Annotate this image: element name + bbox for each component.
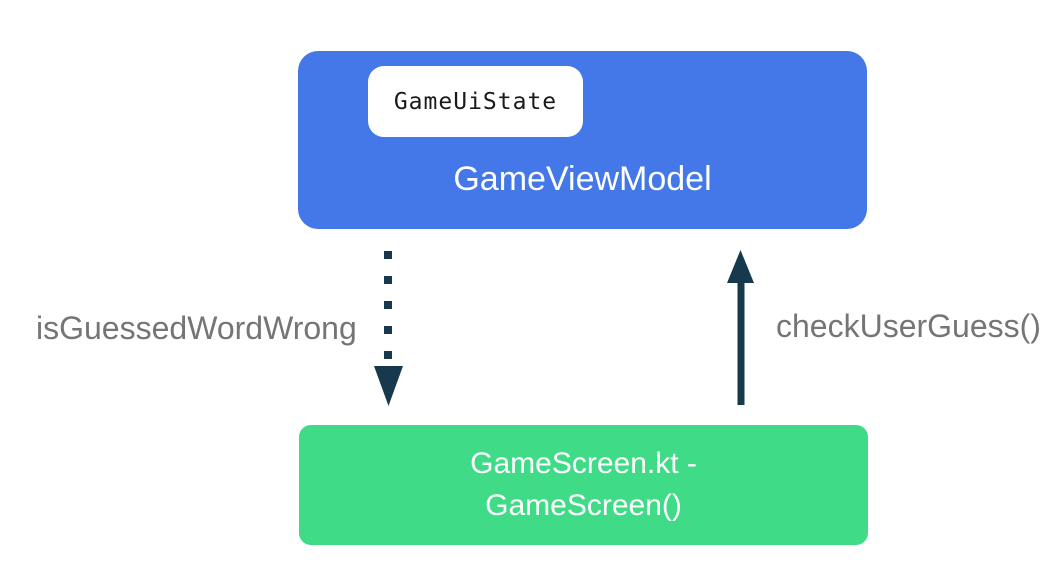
screen-box: GameScreen.kt - GameScreen() [299, 425, 868, 545]
viewmodel-box: GameUiState GameViewModel [298, 51, 867, 229]
screen-title-line2: GameScreen() [485, 489, 682, 522]
ui-state-chip-label: GameUiState [393, 88, 558, 115]
viewmodel-title: GameViewModel [453, 160, 712, 198]
down-arrow-label: isGuessedWordWrong [36, 310, 357, 346]
screen-title-line1: GameScreen.kt - [470, 447, 697, 480]
state-flow-arrow-down [374, 251, 403, 406]
ui-state-chip: GameUiState [368, 66, 583, 137]
event-flow-arrow-up [727, 250, 754, 405]
up-arrow-label: checkUserGuess() [776, 308, 1041, 344]
